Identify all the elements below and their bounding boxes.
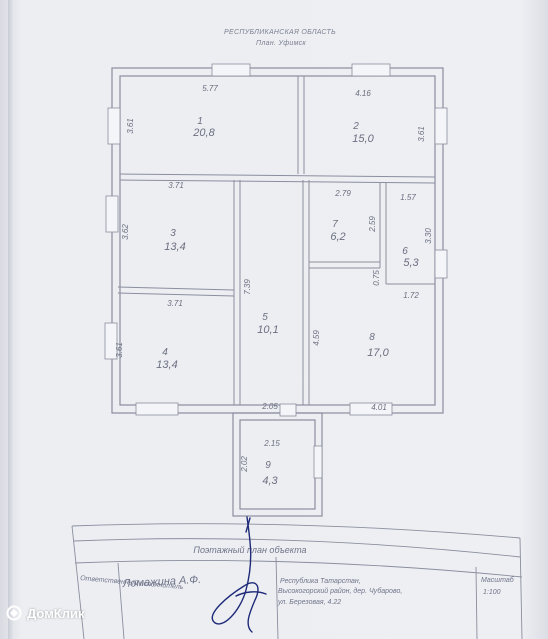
dim-room7-side: 2.59 [368,216,377,233]
room-5-area: 10,1 [257,324,278,336]
header-line1: РЕСПУБЛИКАНСКАЯ ОБЛАСТЬ [224,29,336,36]
dim-room3-left: 3.62 [121,224,130,240]
dim-room6-top: 1.57 [400,193,416,202]
dim-room9-top: 2.15 [263,439,280,448]
room-7-area: 6,2 [330,231,345,243]
room-4-area: 13,4 [156,359,177,371]
dim-room2-right: 3.61 [417,126,426,142]
scale-value: 1:100 [483,589,501,596]
room-9-area: 4,3 [262,475,278,487]
dim-room2-top: 4.16 [355,89,371,98]
executor-name: Ломажина А.Ф. [122,574,202,590]
room-9-number: 9 [265,460,271,471]
dim-room8-top: 1.72 [403,291,419,300]
dim-room5-bottom: 2.05 [261,402,278,411]
dim-room8-step: 0.75 [372,270,381,286]
address-line1: Республика Татарстан, [280,577,361,585]
dim-room9-side: 2.02 [240,456,249,473]
dim-room8-side: 4.59 [312,330,321,346]
dim-room4-left: 3.61 [115,342,124,358]
title-block [71,523,523,639]
outer-walls [111,67,444,517]
room-6-area: 5,3 [403,257,419,269]
dim-room1-top: 5.77 [202,84,218,93]
page-fold-shadow [8,0,14,639]
watermark-brand: ДомКлик [27,605,85,621]
room-1-number: 1 [197,116,203,127]
dim-room3-top: 3.71 [168,181,184,190]
room-6-number: 6 [402,246,408,257]
room-3-number: 3 [170,228,176,239]
dim-room5-side: 7.39 [243,279,252,295]
watermark: ДомКлик [6,603,85,623]
dimension-labels: 5.77 3.61 4.16 3.61 3.71 3.62 3.71 3.61 … [115,84,433,473]
dim-room1-left: 3.61 [126,118,135,134]
dim-room6-side: 3.30 [424,228,433,244]
header-line2: План. Уфимск [256,40,306,47]
windows [104,63,448,479]
room-8-number: 8 [369,332,375,343]
room-3-area: 13,4 [164,241,185,253]
room-2-area: 15,0 [352,133,374,145]
signature [211,516,267,633]
room-8-area: 17,0 [367,347,389,359]
room-7-number: 7 [332,219,338,230]
address-line3: ул. Березовая, 4.22 [277,599,341,606]
address-line2: Высокогорский район, дер. Чубарово, [278,587,402,595]
dim-room7-top: 2.79 [334,189,351,198]
dim-room4-top: 3.71 [167,299,183,308]
domclick-logo-icon [6,605,22,621]
room-1-area: 20,8 [192,127,215,139]
scale-label: Масштаб [481,576,515,584]
room-labels: 1 20,8 2 15,0 3 13,4 4 13,4 5 10,1 6 5,3… [156,116,419,487]
room-5-number: 5 [262,312,268,323]
dim-room8-bottom: 4.01 [371,403,387,412]
interior-walls [117,76,436,405]
room-4-number: 4 [162,347,168,358]
room-2-number: 2 [352,121,359,132]
